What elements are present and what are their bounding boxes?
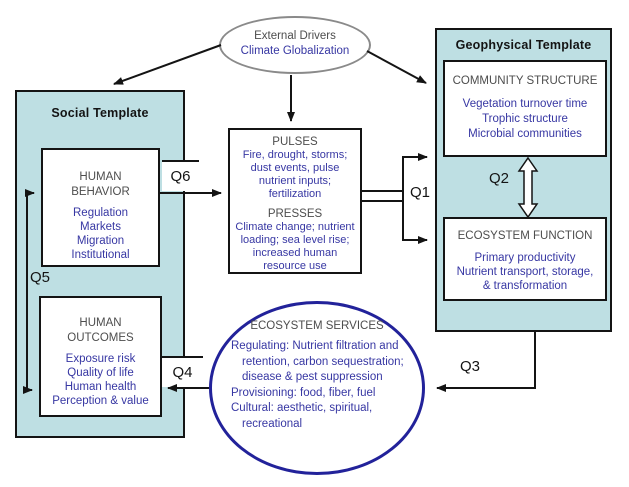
community-structure-box: COMMUNITY STRUCTURE Vegetation turnover … bbox=[443, 60, 607, 157]
q4-label: Q4 bbox=[162, 356, 203, 387]
presses-text: Climate change; nutrient loading; sea le… bbox=[235, 221, 355, 272]
ecosystem-services-title: ECOSYSTEM SERVICES bbox=[250, 320, 384, 332]
q2-label: Q2 bbox=[488, 170, 509, 187]
human-outcomes-title: HUMAN OUTCOMES bbox=[67, 317, 134, 344]
community-structure-list: Vegetation turnover time Trophic structu… bbox=[445, 97, 605, 142]
ecosystem-services-ellipse bbox=[209, 301, 425, 475]
q1-label: Q1 bbox=[409, 184, 430, 201]
list-item: Exposure risk bbox=[65, 353, 136, 365]
list-item: Regulating: Nutrient filtration and rete… bbox=[231, 340, 404, 383]
list-item: Vegetation turnover time bbox=[462, 98, 588, 110]
presses-title: PRESSES bbox=[267, 208, 323, 220]
q3-label: Q3 bbox=[459, 358, 480, 375]
pulses-title: PULSES bbox=[272, 136, 318, 148]
pulses-text: Fire, drought, storms; dust events, puls… bbox=[242, 149, 348, 200]
q6-label: Q6 bbox=[162, 160, 199, 191]
list-item: Quality of life bbox=[67, 367, 134, 379]
list-item: Regulation bbox=[73, 207, 128, 219]
social-template-title: Social Template bbox=[51, 106, 149, 120]
list-item: Migration bbox=[76, 235, 125, 247]
human-outcomes-box: HUMAN OUTCOMES Exposure risk Quality of … bbox=[39, 296, 162, 417]
ecosystem-services-list: Regulating: Nutrient filtration and rete… bbox=[231, 339, 413, 432]
list-item: Microbial communities bbox=[468, 128, 582, 140]
external-drivers-subtitle: Climate Globalization bbox=[240, 45, 350, 57]
ecosystem-function-box: ECOSYSTEM FUNCTION Primary productivity … bbox=[443, 217, 607, 301]
arrow-drivers-to-social bbox=[113, 44, 222, 85]
human-behavior-list: Regulation Markets Migration Institution… bbox=[43, 206, 158, 262]
community-structure-title: COMMUNITY STRUCTURE bbox=[452, 75, 598, 87]
list-item: Provisioning: food, fiber, fuel bbox=[231, 386, 376, 399]
human-behavior-title: HUMAN BEHAVIOR bbox=[71, 171, 130, 198]
ecosystem-function-title: ECOSYSTEM FUNCTION bbox=[457, 230, 593, 242]
external-drivers-title: External Drivers bbox=[254, 30, 336, 42]
human-outcomes-list: Exposure risk Quality of life Human heal… bbox=[41, 352, 160, 408]
list-item: Nutrient transport, storage, & transform… bbox=[456, 266, 594, 292]
list-item: Perception & value bbox=[52, 395, 149, 407]
list-item: Cultural: aesthetic, spiritual, recreati… bbox=[231, 402, 373, 430]
list-item: Institutional bbox=[71, 249, 130, 261]
q5-label: Q5 bbox=[29, 269, 50, 286]
pulses-presses-box: PULSES Fire, drought, storms; dust event… bbox=[228, 128, 362, 274]
list-item: Human health bbox=[64, 381, 137, 393]
arrow-drivers-to-geophysical bbox=[366, 50, 427, 84]
list-item: Markets bbox=[80, 221, 121, 233]
list-item: Primary productivity bbox=[474, 252, 576, 264]
geophysical-template-title: Geophysical Template bbox=[455, 38, 592, 52]
list-item: Trophic structure bbox=[482, 113, 568, 125]
ecosystem-function-list: Primary productivity Nutrient transport,… bbox=[445, 251, 605, 293]
external-drivers-ellipse: External Drivers Climate Globalization bbox=[219, 16, 371, 74]
human-behavior-box: HUMAN BEHAVIOR Regulation Markets Migrat… bbox=[41, 148, 160, 267]
